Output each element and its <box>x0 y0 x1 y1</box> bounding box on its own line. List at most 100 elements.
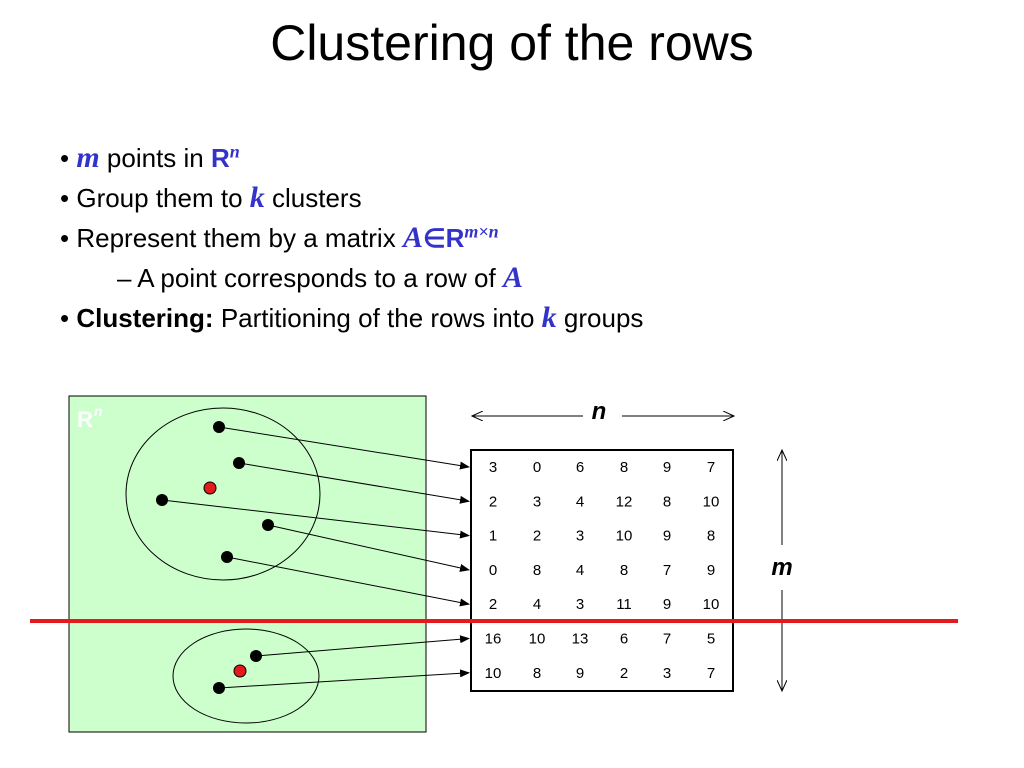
bullet-marker: • <box>60 303 70 333</box>
matrix-cell: 3 <box>533 493 541 510</box>
matrix-cell: 10 <box>529 631 546 648</box>
matrix-cell: 8 <box>620 459 628 476</box>
matrix-cell: 3 <box>576 596 584 613</box>
data-point <box>262 519 274 531</box>
data-point <box>250 650 262 662</box>
matrix-cell: 3 <box>576 528 584 545</box>
matrix-box <box>470 449 734 692</box>
matrix-cell: 8 <box>533 562 541 579</box>
n-label: n <box>592 398 607 425</box>
bullet-item-2: • Group them to k clusters <box>60 178 643 218</box>
matrix-cell: 12 <box>616 493 633 510</box>
matrix-cell: 5 <box>707 631 715 648</box>
connector-arrow <box>267 524 470 572</box>
matrix-cell: 10 <box>616 528 633 545</box>
matrix-cell: 11 <box>616 596 632 613</box>
connector-arrow <box>238 462 470 504</box>
matrix-cell: 2 <box>620 665 628 682</box>
matrix-cell: 3 <box>663 665 671 682</box>
set-r: R <box>445 223 465 253</box>
matrix-cell: 9 <box>576 665 584 682</box>
bullet-list: • m points in Rn • Group them to k clust… <box>60 138 643 338</box>
vector-space-region <box>68 395 427 733</box>
matrix-cell: 4 <box>576 562 584 579</box>
data-points <box>156 421 274 694</box>
matrix-cell: 4 <box>576 493 584 510</box>
matrix-cell: 7 <box>707 459 715 476</box>
matrix-cell: 8 <box>707 528 715 545</box>
matrix-cell: 3 <box>489 459 497 476</box>
matrix-cell: 16 <box>485 631 502 648</box>
matrix-cell: 4 <box>533 596 541 613</box>
matrix-cell: 0 <box>489 562 497 579</box>
data-point <box>156 494 168 506</box>
data-point <box>221 551 233 563</box>
data-point <box>213 421 225 433</box>
space-label-exponent: n <box>94 403 103 419</box>
matrix-cell: 10 <box>485 665 502 682</box>
bullet-text-tail: clusters <box>272 183 362 213</box>
connector-arrow <box>218 426 470 470</box>
variable-k: k <box>541 301 557 334</box>
matrix-cell: 2 <box>489 493 497 510</box>
dash-marker: – <box>117 263 132 293</box>
matrix-cell: 9 <box>663 596 671 613</box>
bullet-text: points in <box>106 143 204 173</box>
matrix-cell: 6 <box>620 631 628 648</box>
element-of-symbol: ∈ <box>422 223 446 253</box>
bullet-marker: • <box>60 223 70 253</box>
bullet-text: Partitioning of the rows into <box>220 303 535 333</box>
point-to-row-connectors <box>161 426 470 689</box>
variable-a: A <box>502 261 523 294</box>
matrix-cell: 7 <box>663 562 671 579</box>
matrix-cell: 13 <box>572 631 589 648</box>
cluster-ellipse-1 <box>125 407 321 581</box>
bullet-item-4: – A point corresponds to a row of A <box>60 258 643 298</box>
set-r: R <box>211 143 230 173</box>
connector-arrow <box>218 669 470 689</box>
matrix-cell: 9 <box>663 459 671 476</box>
matrix-cell: 2 <box>489 596 497 613</box>
bullet-item-1: • m points in Rn <box>60 138 643 178</box>
matrix-cell: 6 <box>576 459 584 476</box>
matrix-cell: 8 <box>533 665 541 682</box>
bullet-item-5: • Clustering: Partitioning of the rows i… <box>60 298 643 338</box>
m-label: m <box>771 554 792 581</box>
matrix-cell: 7 <box>663 631 671 648</box>
matrix-cell: 7 <box>707 665 715 682</box>
connector-arrow <box>255 635 470 657</box>
set-exponent: n <box>229 141 240 162</box>
connector-arrow <box>226 556 470 607</box>
matrix-cell: 8 <box>663 493 671 510</box>
bullet-item-3: • Represent them by a matrix A∈Rm×n <box>60 218 643 258</box>
space-label: R <box>77 407 93 432</box>
matrix-cell: 2 <box>533 528 541 545</box>
slide-title: Clustering of the rows <box>270 15 754 71</box>
variable-k: k <box>249 181 265 214</box>
variable-m: m <box>76 141 100 174</box>
bullet-text: Group them to <box>76 183 243 213</box>
data-point <box>213 682 225 694</box>
matrix-cell: 8 <box>620 562 628 579</box>
variable-a: A <box>402 221 423 254</box>
cluster-centroid <box>233 664 247 678</box>
matrix-cell: 0 <box>533 459 541 476</box>
matrix-cell: 10 <box>703 493 720 510</box>
bullet-text-tail: groups <box>563 303 644 333</box>
cluster-centroid <box>203 481 217 495</box>
matrix-cell: 9 <box>663 528 671 545</box>
matrix-cell: 9 <box>707 562 715 579</box>
set-exponent: m×n <box>464 221 499 242</box>
matrix-cell: 1 <box>489 528 497 545</box>
bullet-text: A point corresponds to a row of <box>137 263 496 293</box>
matrix-cell: 10 <box>703 596 720 613</box>
data-point <box>233 457 245 469</box>
cluster-ellipse-2 <box>172 628 320 724</box>
connector-arrow <box>161 499 470 539</box>
bullet-marker: • <box>60 143 70 173</box>
bullet-bold-term: Clustering: <box>76 303 214 333</box>
bullet-text: Represent them by a matrix <box>76 223 396 253</box>
bullet-marker: • <box>60 183 70 213</box>
